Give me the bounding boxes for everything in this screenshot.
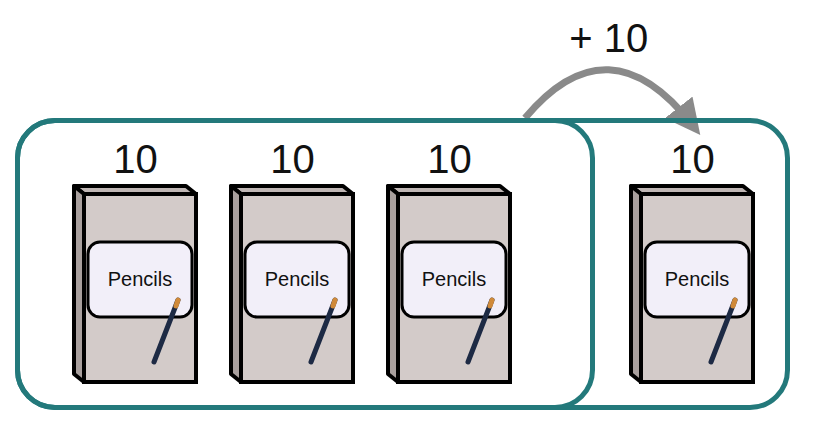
box-label: Pencils xyxy=(402,242,506,317)
pencil-box: 10Pencils xyxy=(625,125,760,387)
box-label: Pencils xyxy=(645,242,749,317)
box-body: Pencils xyxy=(382,182,517,387)
count-label: 10 xyxy=(225,125,360,182)
edge-label: + 10 xyxy=(565,16,652,60)
plus-arrow xyxy=(525,70,693,125)
box-body: Pencils xyxy=(625,182,760,387)
count-label: 10 xyxy=(382,125,517,182)
group-outline: 10Pencils10Pencils10Pencils10Pencils xyxy=(15,118,790,410)
count-label: 10 xyxy=(68,125,203,182)
box-label: Pencils xyxy=(88,242,192,317)
pencil-box: 10Pencils xyxy=(225,125,360,387)
count-label: 10 xyxy=(625,125,760,182)
box-label: Pencils xyxy=(245,242,349,317)
box-body: Pencils xyxy=(225,182,360,387)
pencil-box: 10Pencils xyxy=(382,125,517,387)
group-outline: 10Pencils10Pencils10Pencils xyxy=(15,118,595,410)
pencil-box: 10Pencils xyxy=(68,125,203,387)
box-body: Pencils xyxy=(68,182,203,387)
